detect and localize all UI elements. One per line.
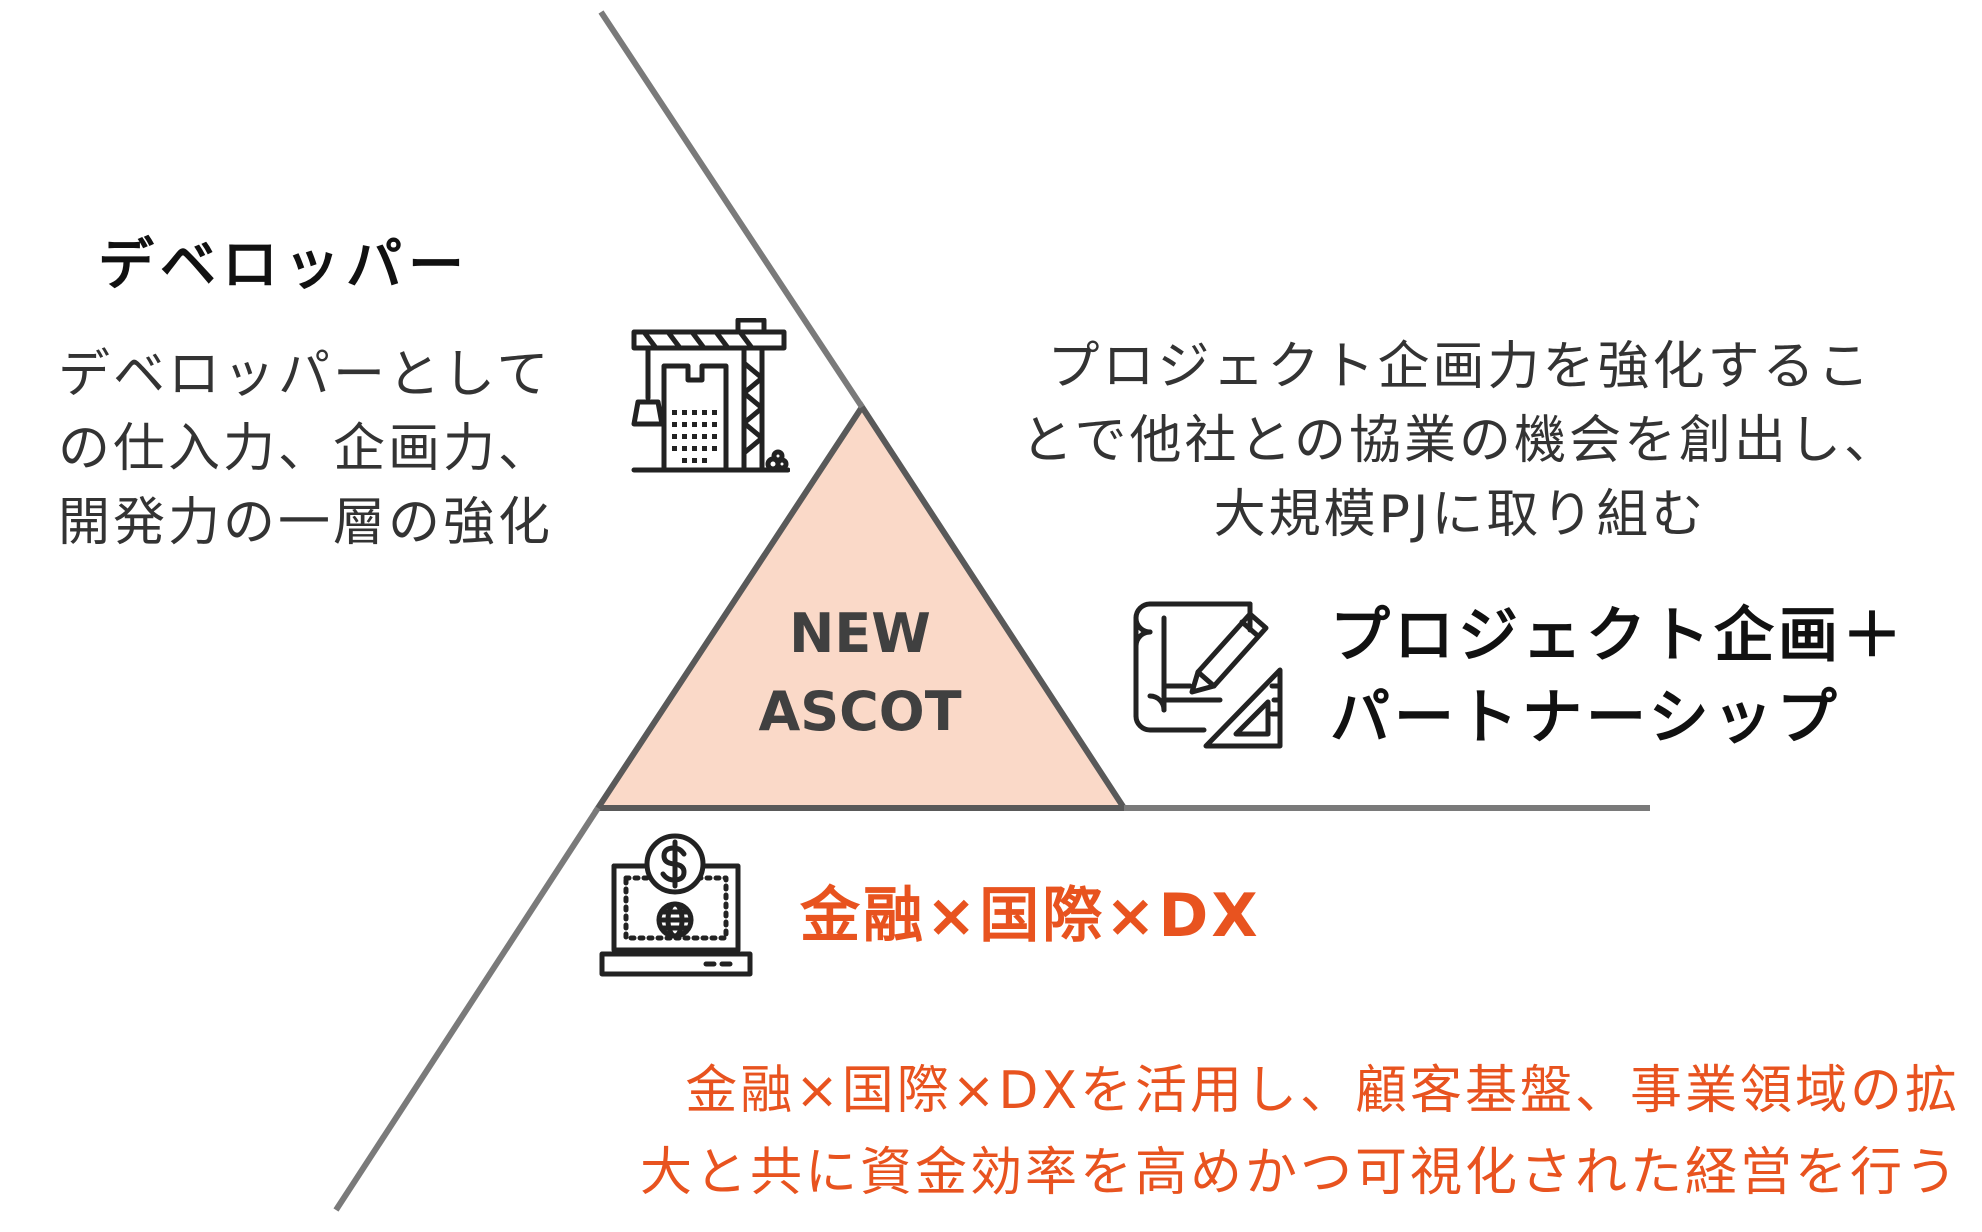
blueprint-pencil-ruler-icon [1133, 601, 1283, 749]
developer-description: デベロッパーとして の仕入力、企画力、 開発力の一層の強化 [58, 338, 553, 560]
project-title: プロジェクト企画＋ パートナーシップ [1330, 595, 1906, 759]
developer-desc-line1: デベロッパーとして [58, 345, 552, 405]
center-triangle [592, 401, 1130, 811]
project-desc-line2: とで他社との協業の機会を創出し、 [1021, 411, 1899, 471]
center-label-line2: ASCOT [758, 680, 962, 743]
developer-desc-line3: 開発力の一層の強化 [58, 493, 554, 553]
project-description: プロジェクト企画力を強化するこ とで他社との協業の機会を創出し、 大規模PJに取… [960, 330, 1960, 552]
laptop-dollar-globe-icon [599, 833, 753, 977]
project-desc-line3: 大規模PJに取り組む [1213, 485, 1707, 545]
developer-desc-line2: の仕入力、企画力、 [58, 419, 554, 479]
finance-desc-line1: 金融×国際×DXを活用し、顧客基盤、事業領域の拡 [685, 1061, 1960, 1121]
project-desc-line1: プロジェクト企画力を強化するこ [1047, 337, 1873, 397]
divider-line-lower [333, 806, 601, 1212]
finance-desc-line2: 大と共に資金効率を高めかつ可視化された経営を行う [639, 1143, 1960, 1203]
project-title-line2: パートナーシップ [1330, 683, 1841, 753]
center-label-line1: NEW [789, 602, 931, 665]
developer-title: デベロッパー [98, 233, 470, 298]
finance-description: 金融×国際×DXを活用し、顧客基盤、事業領域の拡 大と共に資金効率を高めかつ可視… [490, 1050, 1960, 1214]
center-label: NEW ASCOT [700, 595, 1020, 751]
divider-line-upper [598, 10, 865, 409]
construction-crane-building-icon [631, 318, 790, 473]
project-title-line1: プロジェクト企画＋ [1330, 601, 1906, 671]
finance-title: 金融×国際×DX [800, 881, 1261, 951]
